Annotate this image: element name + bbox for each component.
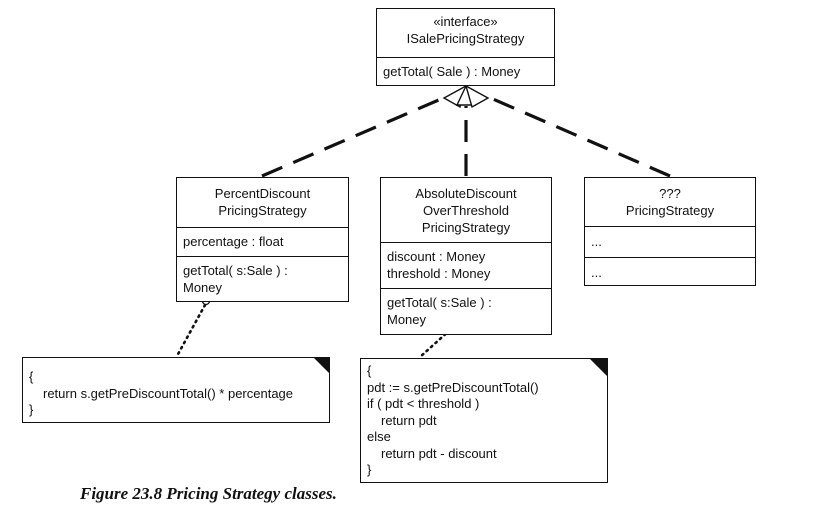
percent-name-section: PercentDiscount PricingStrategy: [177, 178, 348, 227]
interface-class-box: «interface» ISalePricingStrategy getTota…: [376, 8, 555, 86]
absolute-attribute-discount: discount : Money: [387, 249, 486, 264]
absolute-discount-class-box: AbsoluteDiscount OverThreshold PricingSt…: [380, 177, 552, 335]
percent-operation-line2: Money: [183, 280, 223, 295]
interface-name-section: «interface» ISalePricingStrategy: [377, 9, 554, 57]
percent-operation-line1: getTotal( s:Sale ) :: [183, 263, 288, 278]
unknown-name-line2: PricingStrategy: [625, 203, 715, 218]
interface-operation: getTotal( Sale ) : Money: [383, 64, 521, 79]
percent-attribute: percentage : float: [183, 234, 284, 249]
realization-line-unknown: [485, 94, 671, 178]
absolute-note-line1: {: [367, 363, 372, 378]
percent-operations-section: getTotal( s:Sale ) : Money: [177, 256, 348, 298]
percent-discount-class-box: PercentDiscount PricingStrategy percenta…: [176, 177, 349, 302]
percent-attributes-section: percentage : float: [177, 227, 348, 256]
interface-name: ISalePricingStrategy: [406, 31, 525, 46]
absolute-name-line2: OverThreshold: [423, 203, 509, 218]
absolute-method-note: { pdt := s.getPreDiscountTotal() if ( pd…: [360, 358, 608, 483]
interface-operations-section: getTotal( Sale ) : Money: [377, 57, 554, 82]
percent-name-line2: PricingStrategy: [218, 203, 307, 218]
absolute-note-line4: return pdt: [381, 412, 437, 428]
absolute-note-line5: else: [367, 429, 391, 444]
absolute-attribute-threshold: threshold : Money: [387, 266, 491, 281]
absolute-note-line3: if ( pdt < threshold ): [367, 396, 480, 411]
note-anchor-percent: [175, 303, 207, 358]
percent-note-line1: {: [29, 369, 34, 384]
absolute-note-line2: pdt := s.getPreDiscountTotal(): [367, 379, 539, 395]
percent-note-line3: }: [29, 402, 34, 417]
unknown-strategy-class-box: ??? PricingStrategy ... ...: [584, 177, 756, 286]
absolute-name-section: AbsoluteDiscount OverThreshold PricingSt…: [381, 178, 551, 242]
absolute-operation-line1: getTotal( s:Sale ) :: [387, 295, 492, 310]
note-corner-fold: [313, 357, 330, 374]
absolute-operation-line2: Money: [387, 312, 427, 327]
figure-caption: Figure 23.8 Pricing Strategy classes.: [80, 484, 337, 503]
unknown-name-section: ??? PricingStrategy: [585, 178, 755, 226]
absolute-operations-section: getTotal( s:Sale ) : Money: [381, 288, 551, 330]
percent-method-note: { return s.getPreDiscountTotal() * perce…: [22, 357, 330, 423]
unknown-operations: ...: [591, 265, 602, 280]
unknown-attributes: ...: [591, 234, 602, 249]
percent-note-line2: return s.getPreDiscountTotal() * percent…: [43, 385, 294, 401]
absolute-attributes-section: discount : Money threshold : Money: [381, 242, 551, 288]
realization-line-percent: [261, 94, 449, 178]
interface-stereotype: «interface»: [433, 14, 498, 29]
percent-name-line1: PercentDiscount: [214, 186, 311, 201]
absolute-name-line3: PricingStrategy: [421, 220, 511, 235]
note-corner-fold: [589, 358, 608, 377]
unknown-operations-section: ...: [585, 257, 755, 283]
unknown-name-line1: ???: [659, 186, 681, 201]
absolute-note-line6: return pdt - discount: [381, 445, 497, 461]
realization-arrowhead-right: [464, 84, 490, 109]
absolute-note-line7: }: [367, 462, 372, 477]
unknown-attributes-section: ...: [585, 226, 755, 257]
absolute-name-line1: AbsoluteDiscount: [415, 186, 517, 201]
